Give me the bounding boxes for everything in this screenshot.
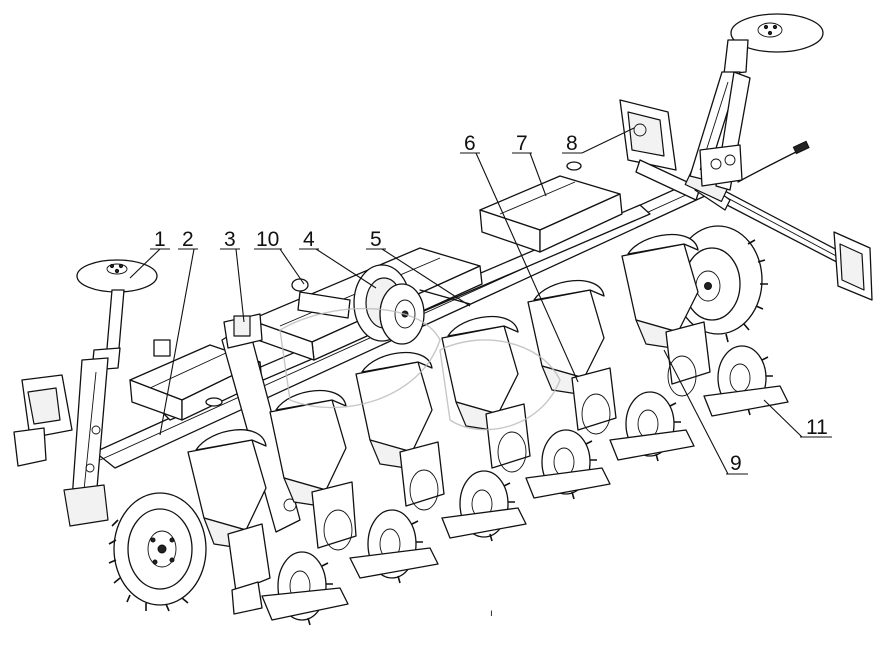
callout-7: 7 [512, 132, 547, 197]
callout-label: 4 [303, 228, 315, 251]
left-row-marker [63, 259, 158, 527]
callout-label: 8 [566, 132, 578, 155]
callout-label: 10 [256, 228, 279, 251]
callout-4: 4 [299, 228, 377, 289]
callout-label: 7 [516, 132, 528, 155]
seeding-section-3 [355, 351, 527, 542]
callout-1: 1 [129, 228, 170, 279]
drive-shaft [221, 313, 301, 533]
callout-9: 9 [663, 349, 748, 475]
callout-label: 3 [224, 228, 236, 251]
callout-label: 1 [154, 228, 166, 251]
callout-label: 6 [464, 132, 476, 155]
seeding-section-6 [621, 233, 789, 417]
callout-label: 9 [730, 452, 742, 475]
callout-6: 6 [460, 132, 579, 383]
callout-2: 2 [159, 228, 198, 436]
callout-label: 5 [370, 228, 382, 251]
callout-3: 3 [220, 228, 245, 323]
right-drive-wheel [673, 225, 768, 343]
watermark-logo [279, 308, 561, 431]
right-row-marker [689, 13, 824, 191]
seeding-section-4 [441, 315, 611, 500]
left-drive-wheel [108, 492, 207, 612]
callout-label: 2 [182, 228, 194, 251]
callout-5: 5 [366, 228, 471, 307]
opener-discs [323, 355, 697, 551]
page-mark: ı [490, 608, 493, 619]
seeding-section-2 [269, 389, 439, 584]
callout-8: 8 [562, 127, 635, 155]
callout-label: 11 [806, 416, 828, 439]
callout-10: 10 [254, 228, 305, 285]
callout-11: 11 [763, 399, 832, 439]
seeding-section-1 [187, 429, 349, 626]
